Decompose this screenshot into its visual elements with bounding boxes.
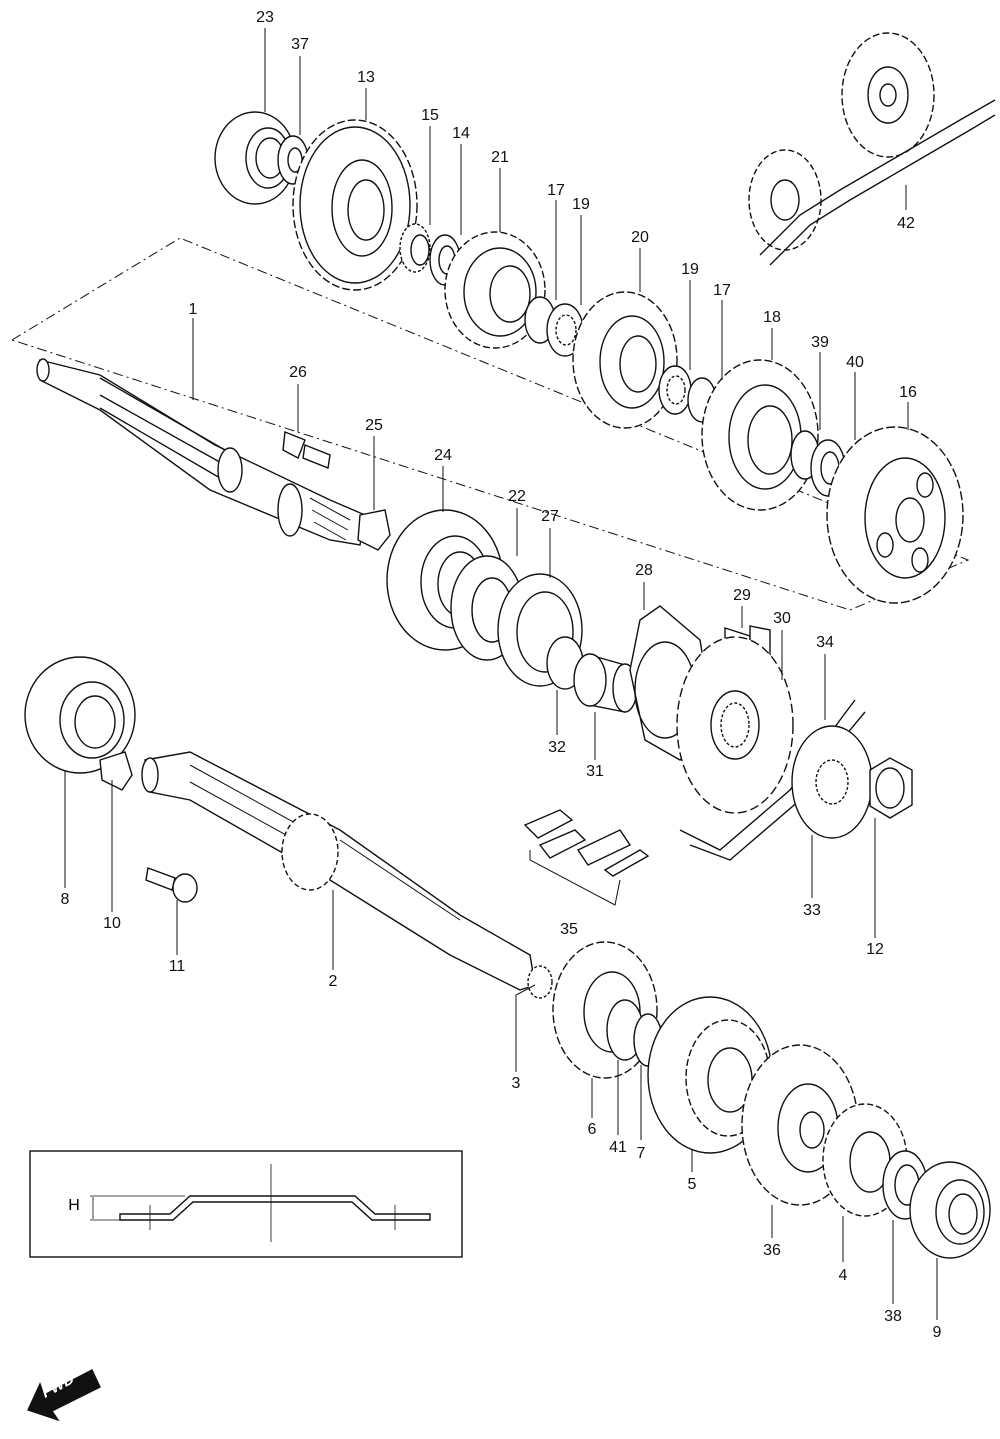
- group-boundary: [10, 237, 970, 611]
- callout-35-bracket: [529, 850, 621, 906]
- leader-lines: [64, 28, 938, 1320]
- part-11-screw: [145, 867, 198, 903]
- part-25-lock-plate: [357, 509, 391, 551]
- callout-34: 34: [816, 634, 834, 651]
- callout-27: 27: [541, 508, 559, 525]
- callout-10: 10: [103, 915, 121, 932]
- callout-28: 28: [635, 562, 653, 579]
- callout-17a: 17: [547, 182, 565, 199]
- part-21-gear: [444, 231, 546, 349]
- part-18-gear: [701, 359, 819, 511]
- part-33-washer: [791, 725, 873, 839]
- part-9-bearing: [909, 1161, 991, 1259]
- callout-26: 26: [289, 364, 307, 381]
- callout-20: 20: [631, 229, 649, 246]
- callout-8: 8: [60, 891, 70, 908]
- callout-31: 31: [586, 763, 604, 780]
- part-19-splined-washer-b: [658, 365, 692, 415]
- callout-23: 23: [256, 9, 274, 26]
- callout-4: 4: [838, 1267, 848, 1284]
- part-20-gear: [572, 291, 678, 429]
- callout-3: 3: [511, 1075, 521, 1092]
- part-26-screw: [282, 431, 331, 469]
- callout-11: 11: [168, 958, 186, 975]
- part-16-gear: [826, 426, 964, 604]
- callout-5: 5: [687, 1176, 697, 1193]
- part-3-needle-bearing: [527, 965, 553, 999]
- callout-1: 1: [188, 301, 198, 318]
- callout-13: 13: [357, 69, 375, 86]
- callout-30: 30: [773, 610, 791, 627]
- part-8-bearing: [24, 656, 136, 774]
- callout-38: 38: [884, 1308, 902, 1325]
- callout-24: 24: [434, 447, 452, 464]
- callout-7: 7: [636, 1145, 646, 1162]
- callout-33: 33: [803, 902, 821, 919]
- callout-36: 36: [763, 1242, 781, 1259]
- callout-14: 14: [452, 125, 470, 142]
- part-35-chain-joint: [523, 809, 650, 877]
- part-2-counter-shaft: [141, 751, 536, 991]
- callout-2: 2: [328, 973, 338, 990]
- callout-39: 39: [811, 334, 829, 351]
- inset-dimension-box: [29, 1150, 463, 1258]
- callout-41: 41: [609, 1139, 627, 1156]
- callout-16: 16: [899, 384, 917, 401]
- part-12-nut: [869, 757, 913, 819]
- part-10-lock-plate: [99, 751, 133, 791]
- callout-29: 29: [733, 587, 751, 604]
- part-42-chain-sprockets: [748, 32, 996, 266]
- inset-dimension-label: H: [68, 1197, 80, 1214]
- fwd-arrow: [27, 1369, 101, 1422]
- callout-25: 25: [365, 417, 383, 434]
- callout-42: 42: [897, 215, 915, 232]
- callout-6: 6: [587, 1121, 597, 1138]
- callout-37: 37: [291, 36, 309, 53]
- callout-40: 40: [846, 354, 864, 371]
- part-31-collar: [573, 653, 638, 713]
- callout-21: 21: [491, 149, 509, 166]
- callout-12: 12: [866, 941, 884, 958]
- callout-22: 22: [508, 488, 526, 505]
- callout-32: 32: [548, 739, 566, 756]
- callout-18: 18: [763, 309, 781, 326]
- part-1-main-shaft: [36, 358, 366, 546]
- callout-9: 9: [932, 1324, 942, 1341]
- callout-19a: 19: [572, 196, 590, 213]
- part-15-needle-bearing: [399, 223, 431, 273]
- callout-19b: 19: [681, 261, 699, 278]
- callout-17b: 17: [713, 282, 731, 299]
- callout-15: 15: [421, 107, 439, 124]
- callout-35: 35: [560, 921, 578, 938]
- part-13-gear: [292, 119, 418, 291]
- part-30-drive-sprocket: [676, 636, 794, 814]
